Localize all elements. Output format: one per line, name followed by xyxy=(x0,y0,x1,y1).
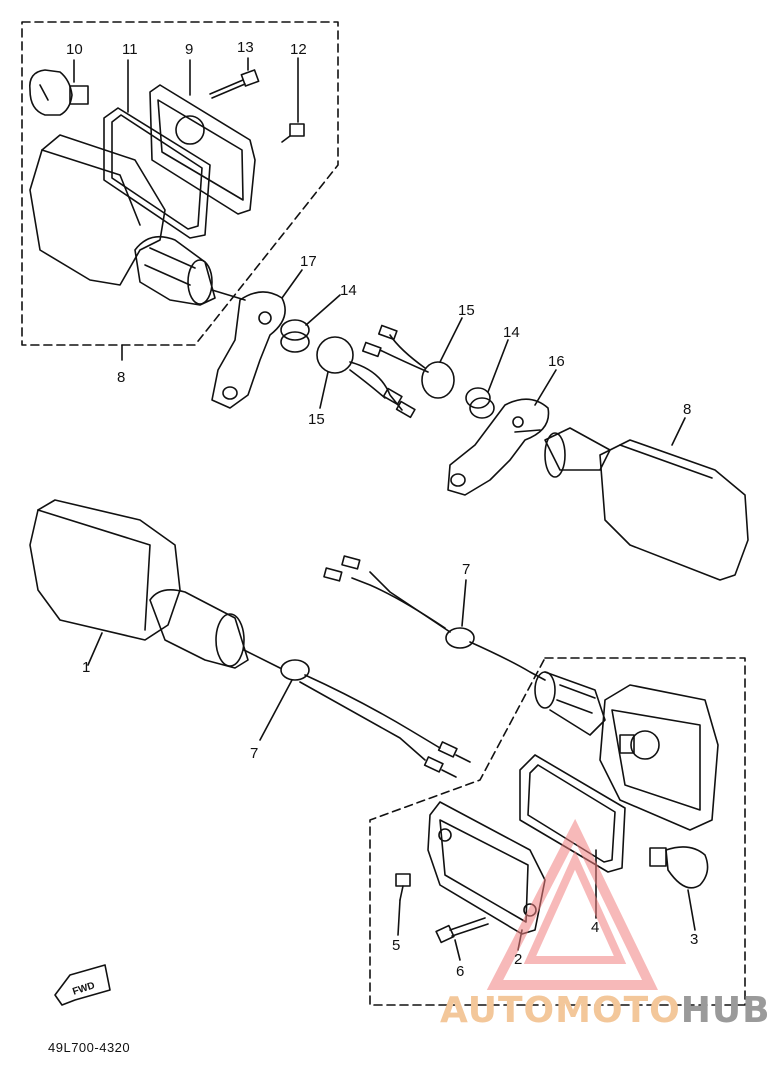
grommet-14-right xyxy=(465,387,495,419)
callout-labels: 10 11 9 13 12 8 17 14 15 15 14 16 8 1 7 … xyxy=(66,39,698,998)
callout-7-lower: 7 xyxy=(250,745,258,762)
gasket-lower xyxy=(519,754,626,873)
callout-11: 11 xyxy=(122,41,138,58)
turn-signal-housing-upper-left xyxy=(29,134,246,306)
turn-signal-housing-lower-right xyxy=(534,671,719,831)
callout-12: 12 xyxy=(290,41,307,58)
callout-16: 16 xyxy=(548,353,565,370)
callout-10: 10 xyxy=(66,41,83,58)
lead-wire-7-right xyxy=(323,555,546,681)
bracket-16 xyxy=(447,398,550,496)
grommet-14-left xyxy=(280,319,310,353)
callout-15-left: 15 xyxy=(308,411,325,428)
callout-4: 4 xyxy=(591,919,599,936)
callout-6: 6 xyxy=(456,963,464,980)
watermark-logo xyxy=(486,818,658,990)
callout-5: 5 xyxy=(392,937,400,954)
part-number: 49L700-4320 xyxy=(48,1040,131,1055)
callout-17: 17 xyxy=(300,253,317,270)
turn-signal-housing-right xyxy=(514,427,749,581)
callout-14-left: 14 xyxy=(340,282,357,299)
screw-6 xyxy=(435,917,489,944)
bulb-lower xyxy=(649,846,709,889)
callout-9: 9 xyxy=(185,41,193,58)
watermark-text: AUTOMOTOHUB xyxy=(440,990,767,1031)
socket-15-left xyxy=(316,336,416,419)
bracket-17 xyxy=(211,291,286,409)
callout-14-right: 14 xyxy=(503,324,520,341)
assembly-boundary-lower xyxy=(369,657,746,1006)
callout-3: 3 xyxy=(690,931,698,948)
lens-upper xyxy=(149,84,256,215)
bulb-upper xyxy=(28,69,89,116)
screw-12 xyxy=(281,123,305,143)
watermark-text-part1: AUTOMOTO xyxy=(440,990,681,1031)
gasket-upper xyxy=(103,107,211,239)
watermark-text-part2: HUB xyxy=(680,990,767,1031)
callout-8-upper: 8 xyxy=(117,369,125,386)
screw-5 xyxy=(395,873,411,901)
callout-15-right: 15 xyxy=(458,302,475,319)
lead-wire-7-left xyxy=(280,659,471,778)
callout-2: 2 xyxy=(514,951,522,968)
assembly-boundary-upper xyxy=(21,21,339,346)
socket-15-right xyxy=(361,324,455,399)
callout-1: 1 xyxy=(82,659,90,676)
screw-13 xyxy=(209,69,260,99)
callout-7-upper: 7 xyxy=(462,561,470,578)
fwd-arrow-icon xyxy=(54,964,111,1006)
callout-8-right: 8 xyxy=(683,401,691,418)
turn-signal-housing-1 xyxy=(29,499,281,669)
callout-13: 13 xyxy=(237,39,254,56)
